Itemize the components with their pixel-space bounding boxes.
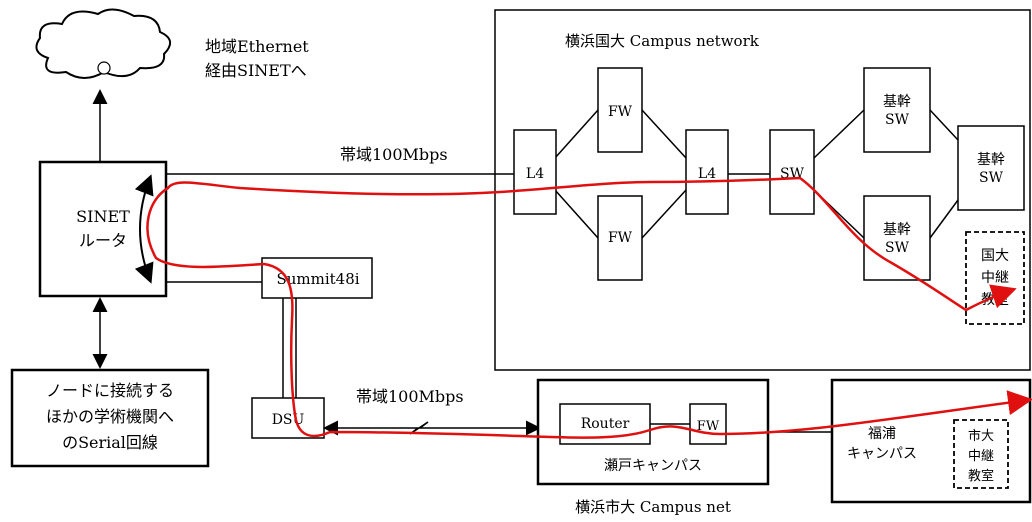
fukuura-label-line1: 福浦 — [868, 426, 896, 442]
ycu-relay-room-line2: 中継 — [968, 449, 994, 464]
serial-label-line3: のSerial回線 — [62, 433, 158, 452]
ycu-relay-room-line1: 市大 — [968, 428, 994, 444]
ycu-relay-room-box — [953, 419, 1009, 489]
ynu-relay-room-box — [965, 231, 1025, 325]
sinet-router-label-line2: ルータ — [79, 231, 127, 250]
core-sw-top-label1: 基幹 — [883, 93, 911, 110]
dsu-box — [251, 397, 325, 439]
ycu-bandwidth-label: 帯域100Mbps — [356, 387, 464, 406]
ycu-relay-room-line3: 教室 — [968, 468, 994, 484]
link-l4-fw-top — [554, 109, 599, 159]
l4-left-box — [513, 129, 557, 215]
l4-right-box — [685, 129, 729, 215]
serial-label-line2: ほかの学術機関へ — [46, 407, 174, 426]
l4-left-label: L4 — [526, 166, 544, 182]
seto-campus-label: 瀬戸キャンパス — [604, 458, 702, 474]
ycu-router-label: Router — [581, 416, 630, 432]
core-sw-right-label2: SW — [979, 170, 1004, 186]
ynu-relay-room-line2: 中継 — [981, 270, 1009, 286]
fukuura-label-line2: キャンパス — [847, 446, 917, 462]
summit48i-box — [261, 257, 373, 299]
fw-bottom-label: FW — [608, 230, 633, 246]
link-core-top-right — [929, 109, 959, 141]
sinet-router-label-line1: SINET — [76, 207, 130, 226]
cloud-label-line1: 地域Ethernet — [205, 37, 309, 56]
cloud-icon — [35, 8, 171, 79]
summit48i-label: Summit48i — [276, 270, 359, 288]
l4-right-label: L4 — [698, 166, 716, 182]
core-sw-right-label1: 基幹 — [977, 151, 1005, 168]
link-fw-top-l4 — [641, 109, 687, 159]
core-sw-bottom-label1: 基幹 — [883, 221, 911, 238]
ynu-campus-title: 横浜国大 Campus network — [565, 32, 760, 50]
ycu-campus-title: 横浜市大 Campus net — [575, 498, 731, 516]
link-core-bottom-right — [929, 199, 959, 239]
ycu-fw-box — [689, 403, 727, 445]
fw-bottom-box — [597, 195, 643, 281]
router-curved-arrow — [134, 174, 154, 284]
core-sw-top-label2: SW — [885, 112, 910, 128]
route-to-ycu-relay-room — [146, 186, 1032, 439]
ynu-bandwidth-label: 帯域100Mbps — [340, 145, 448, 164]
core-sw-bottom-label2: SW — [885, 240, 910, 256]
ynu-relay-room-line1: 国大 — [981, 248, 1009, 264]
dsu-ycu-arrow — [323, 420, 541, 436]
link-fw-bottom-l4 — [641, 189, 687, 239]
link-sw-core-top — [813, 109, 865, 159]
serial-label-line1: ノードに接続する — [46, 381, 174, 400]
ycu-fw-label: FW — [697, 419, 720, 434]
ynu-campus-box — [494, 9, 1031, 371]
serial-line-box — [10, 368, 210, 468]
core-sw-top-box — [863, 67, 931, 153]
fw-top-label: FW — [608, 104, 633, 120]
sw-box — [769, 129, 815, 215]
cloud-label-line2: 経由SINETへ — [205, 61, 307, 80]
fw-top-box — [597, 67, 643, 153]
dsu-label: DSU — [272, 412, 305, 428]
core-sw-right-box — [957, 125, 1025, 211]
link-l4-fw-bottom — [554, 189, 599, 239]
route-to-ynu-relay-room — [166, 176, 1017, 312]
